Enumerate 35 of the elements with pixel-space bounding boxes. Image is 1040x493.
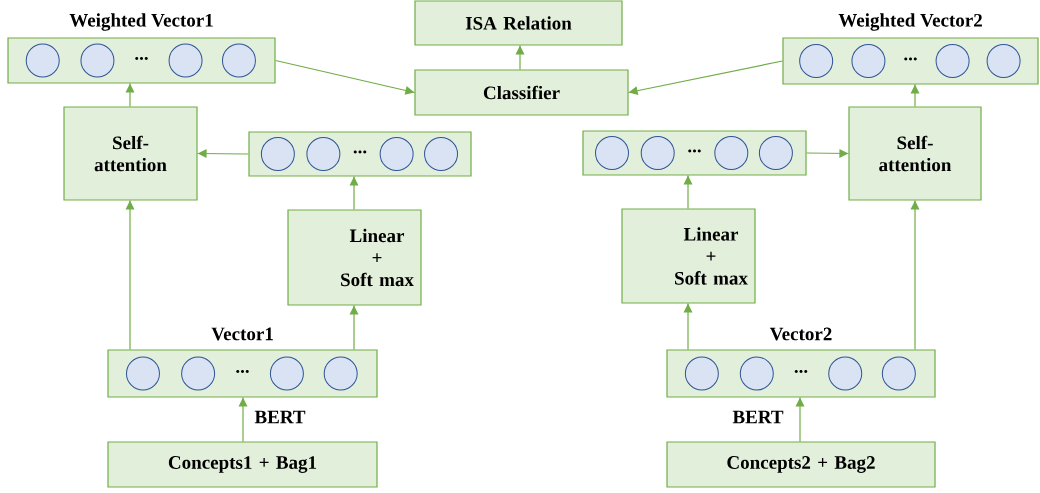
- ellipsis: ...: [904, 57, 917, 61]
- arrow: [125, 200, 135, 350]
- arrow: [349, 176, 359, 210]
- arrow: [515, 45, 525, 70]
- process-box: Concepts2 + Bag2: [666, 441, 936, 488]
- vector-heading: Vector1: [211, 327, 273, 341]
- process-box: Self- attention: [848, 106, 982, 201]
- arrow: [238, 397, 248, 442]
- arrow: [806, 148, 849, 158]
- arrow: [910, 84, 920, 107]
- ellipsis: ...: [135, 56, 148, 61]
- edge-label: BERT: [731, 409, 785, 425]
- ellipsis: ...: [236, 369, 249, 374]
- arrow: [910, 200, 920, 350]
- process-box: Concepts1 + Bag1: [107, 441, 378, 488]
- process-box: Linear + Soft max: [621, 208, 756, 304]
- ellipsis: ...: [794, 369, 808, 374]
- edge-label: BERT: [253, 409, 307, 425]
- vector-heading: Weighted Vector2: [838, 13, 982, 31]
- process-box: ISA Relation: [414, 0, 623, 46]
- process-box: Classifier: [414, 69, 629, 116]
- process-box: Linear + Soft max: [287, 209, 422, 306]
- vector-heading: Vector2: [769, 327, 832, 341]
- process-box: Self- attention: [63, 106, 198, 201]
- arrow: [197, 149, 249, 159]
- arrow: [125, 83, 135, 107]
- arrow: [683, 303, 693, 350]
- arrow: [683, 175, 693, 209]
- ellipsis: ...: [353, 150, 367, 154]
- vector-heading: Weighted Vector1: [69, 13, 213, 31]
- arrow: [795, 397, 805, 442]
- arrow: [349, 305, 359, 350]
- arrow: [628, 60, 783, 96]
- ellipsis: ...: [688, 149, 701, 153]
- arrow: [275, 59, 415, 95]
